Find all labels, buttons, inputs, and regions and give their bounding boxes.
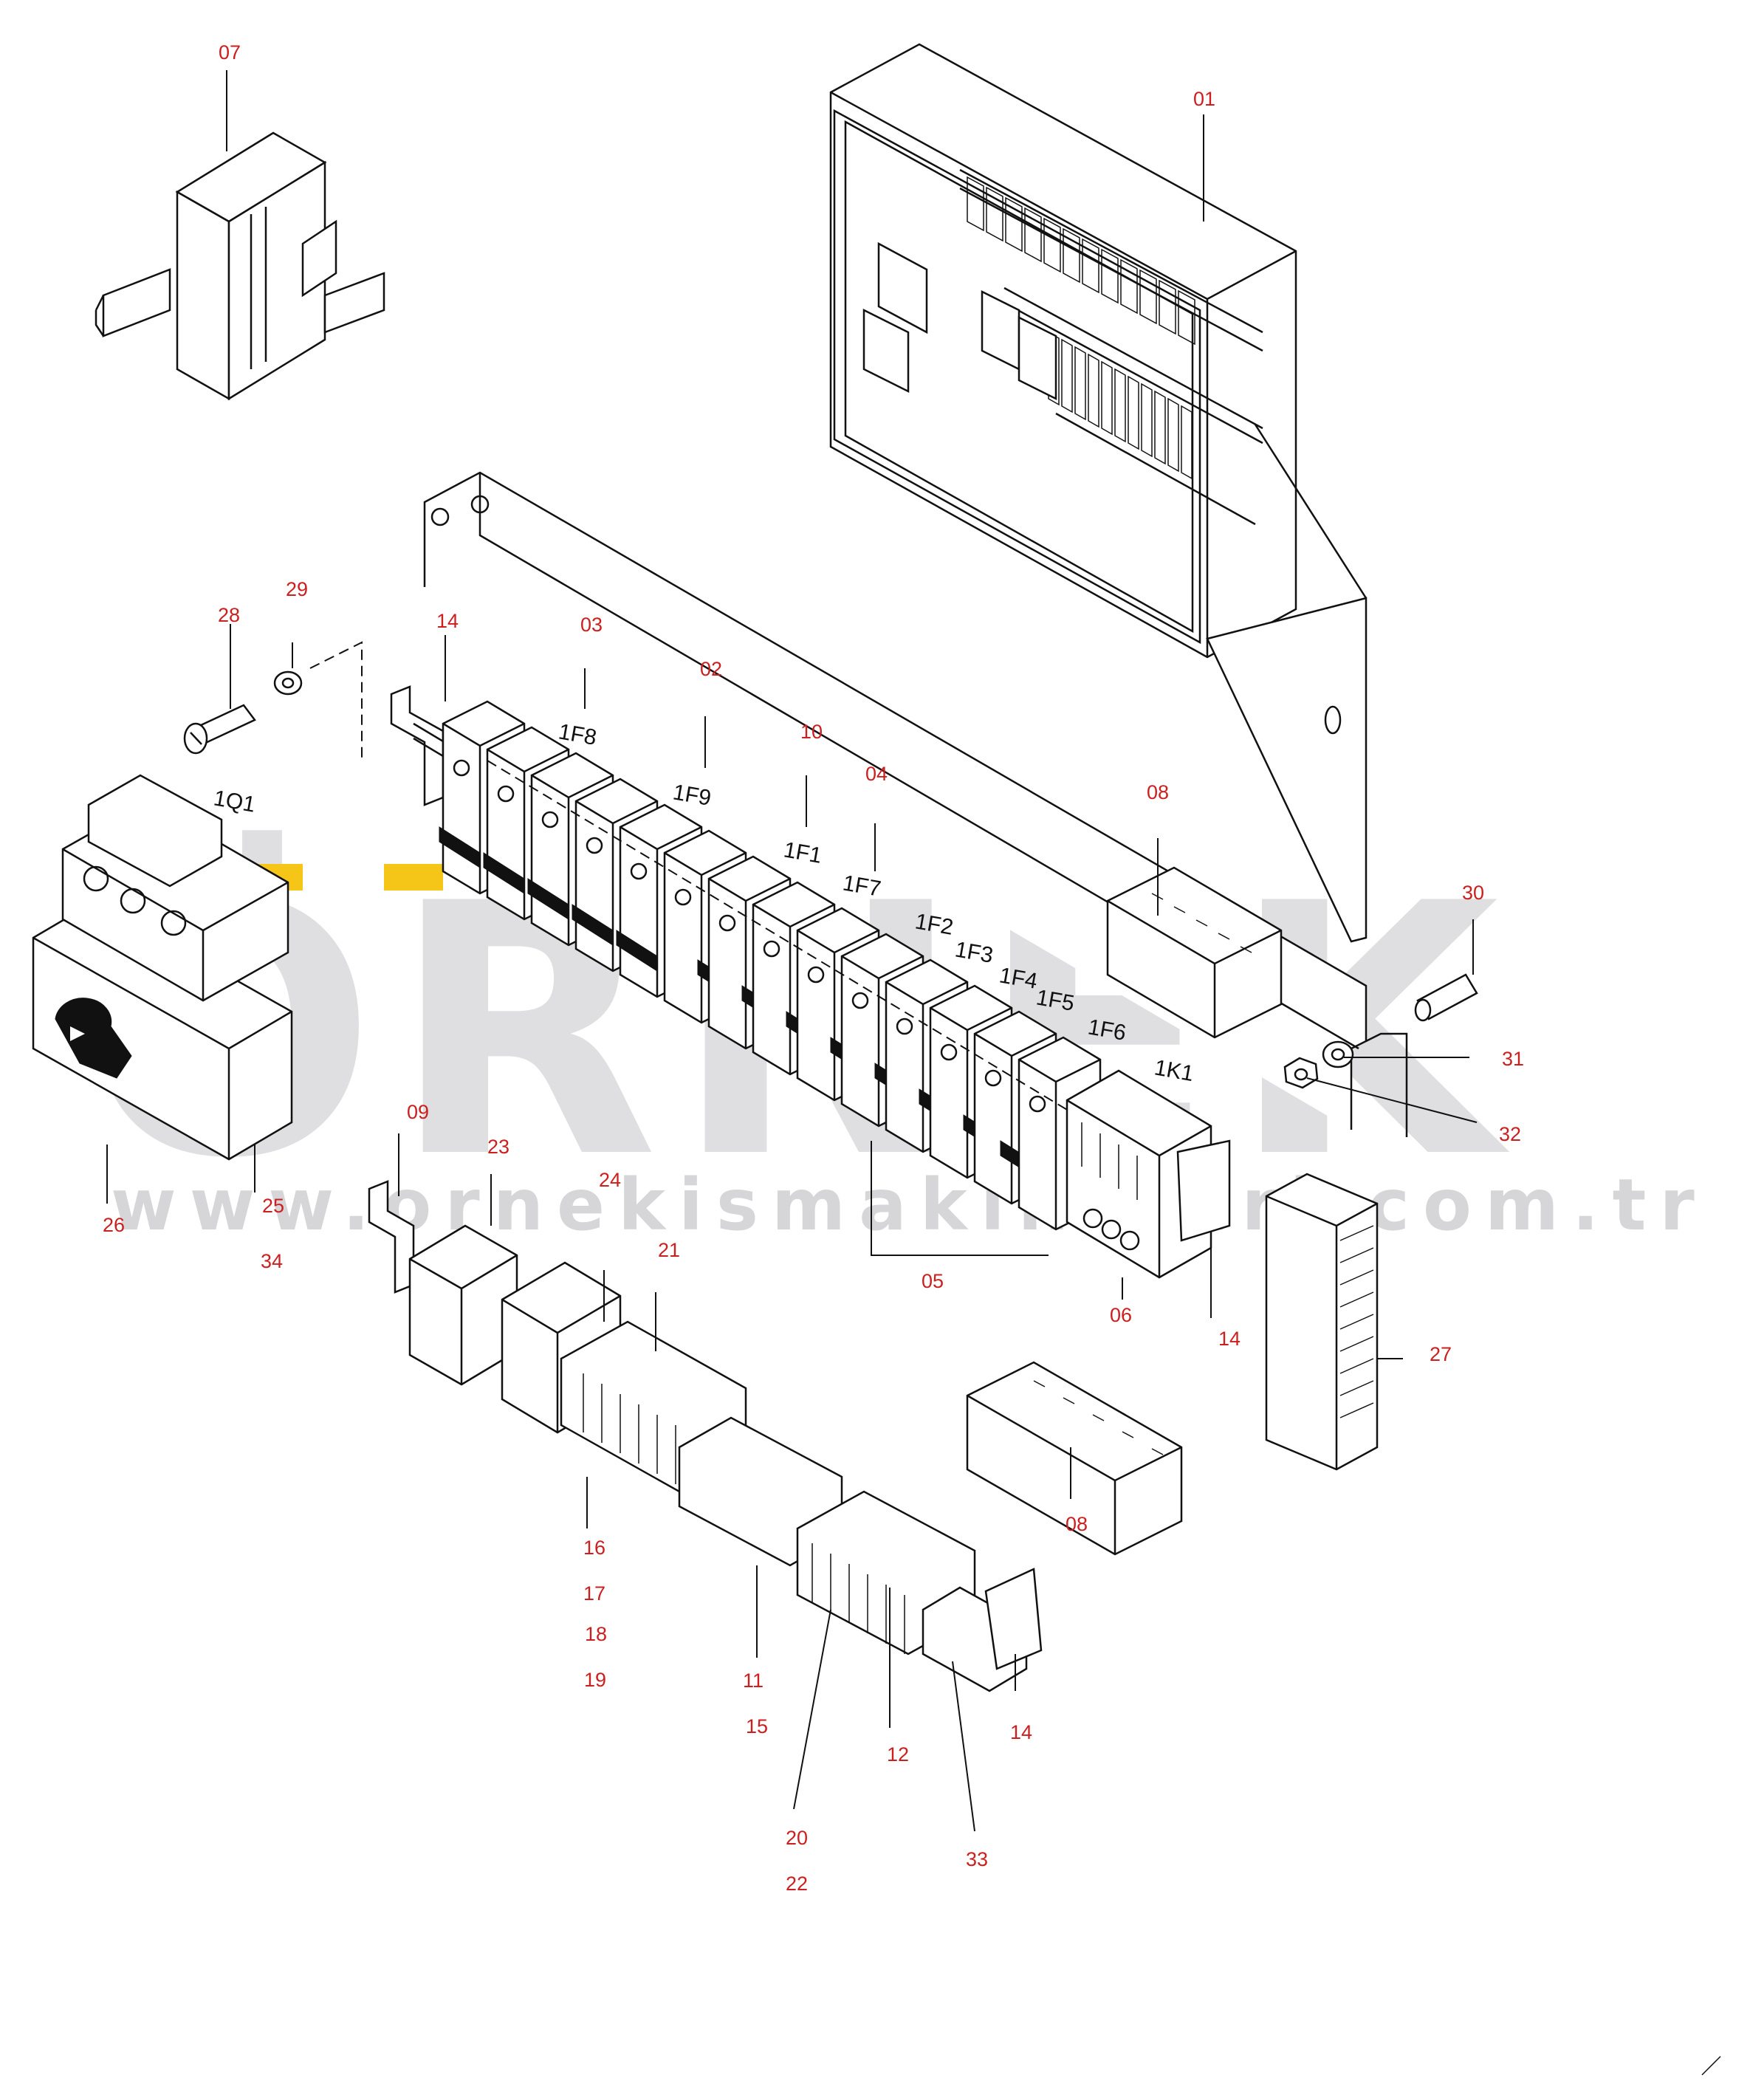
- callout-15: 15: [746, 1715, 768, 1737]
- corner-mark: [1701, 2056, 1721, 2076]
- callout-numbers: 07 01 28 29 14 03 02 10 04 08 30 31 32 0…: [103, 41, 1524, 1895]
- callout-04: 04: [865, 763, 888, 785]
- callout-09: 09: [407, 1101, 429, 1123]
- callout-14-right: 14: [1218, 1328, 1241, 1350]
- callout-05: 05: [922, 1270, 944, 1292]
- cable-duct-upper: [1106, 866, 1283, 1039]
- callout-32: 32: [1499, 1123, 1521, 1145]
- leader-lines: [106, 70, 1478, 1832]
- callout-34: 34: [261, 1250, 283, 1272]
- label-1q1: 1Q1: [212, 786, 258, 817]
- callout-33: 33: [966, 1848, 988, 1870]
- callout-16: 16: [583, 1537, 605, 1559]
- callout-19: 19: [584, 1669, 606, 1691]
- vertical-duct-27: [1265, 1173, 1379, 1471]
- callout-31: 31: [1502, 1048, 1524, 1070]
- callout-14-top: 14: [436, 610, 459, 632]
- callout-22: 22: [786, 1873, 808, 1895]
- watermark-url: www.ornekismakinalari.com.tr: [111, 1164, 1708, 1246]
- callout-01: 01: [1193, 88, 1215, 110]
- callout-21: 21: [658, 1239, 680, 1261]
- callout-27: 27: [1430, 1343, 1452, 1365]
- screw-and-washer: [183, 641, 363, 761]
- callout-17: 17: [583, 1582, 605, 1605]
- callout-08-lower: 08: [1066, 1513, 1088, 1535]
- part-01-control-cabinet: [829, 43, 1368, 943]
- main-switch-1q1: [32, 774, 293, 1161]
- callout-03: 03: [580, 614, 603, 636]
- callout-10: 10: [800, 721, 823, 743]
- callout-08-upper: 08: [1147, 781, 1169, 803]
- callout-12: 12: [887, 1743, 909, 1766]
- part-07-terminal-block: [95, 131, 385, 401]
- callout-20: 20: [786, 1827, 808, 1849]
- callout-11: 11: [743, 1670, 764, 1692]
- callout-29: 29: [286, 578, 308, 600]
- callout-24: 24: [599, 1169, 621, 1191]
- cable-duct-lower: [966, 1361, 1183, 1556]
- breaker-row: [390, 685, 1102, 1231]
- watermark-accent-right: [384, 864, 443, 891]
- callout-07: 07: [219, 41, 241, 64]
- fasteners-30-31-32: [1283, 973, 1478, 1089]
- terminal-row: [368, 1180, 1043, 1692]
- callout-02: 02: [700, 658, 722, 680]
- callout-25: 25: [262, 1195, 284, 1217]
- callout-06: 06: [1110, 1304, 1132, 1326]
- callout-28: 28: [218, 604, 240, 626]
- callout-26: 26: [103, 1214, 125, 1236]
- callout-14-bottom: 14: [1010, 1721, 1032, 1743]
- callout-30: 30: [1462, 882, 1484, 904]
- callout-23: 23: [487, 1136, 509, 1158]
- designation-labels: 1F8 1F9 1F1 1F7 1F2 1F3 1F4 1F5 1F6 1K1 …: [212, 719, 1195, 1086]
- callout-18: 18: [585, 1623, 607, 1645]
- label-1f9: 1F9: [671, 780, 713, 810]
